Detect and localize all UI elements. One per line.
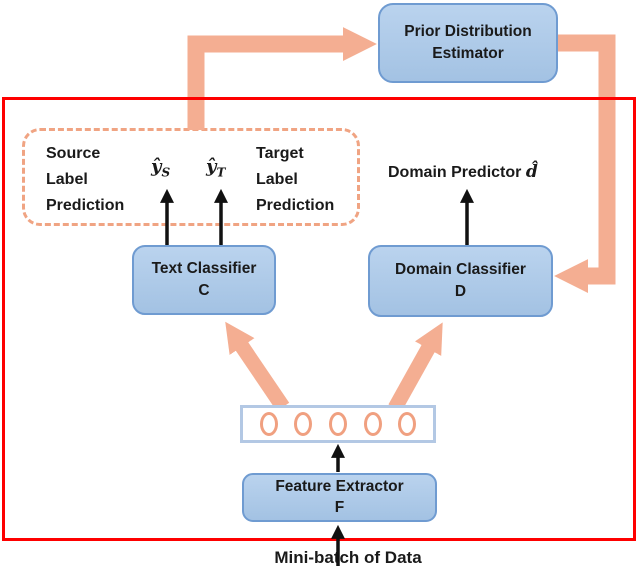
feature-unit-circle [294, 412, 313, 436]
target-label-prediction-label: Target Label Prediction [256, 145, 335, 214]
source-label-prediction-label: Source Label Prediction [46, 145, 125, 214]
y-hat-source-base: ŷ [151, 156, 162, 177]
d-hat-symbol: d̂ [525, 162, 538, 182]
y-hat-target-base: ŷ [206, 156, 217, 177]
domain-predictor-label: Domain Predictor d̂ [388, 162, 538, 182]
minibatch-label: Mini-batch of Data [274, 548, 422, 567]
prior-distribution-estimator-box: Prior Distribution Estimator [378, 3, 558, 83]
feature-vector-box [240, 405, 436, 443]
feature-unit-circle [259, 412, 278, 436]
feature-extractor-box: Feature Extractor F [242, 473, 437, 522]
domain-classifier-box: Domain Classifier D [368, 245, 553, 317]
text-classifier-box: Text Classifier C [132, 245, 276, 315]
y-hat-source-subscript: S [161, 165, 171, 180]
domain-predictor-text: Domain Predictor [388, 164, 526, 181]
y-hat-target-subscript: T [216, 165, 226, 180]
feature-unit-circle [398, 412, 417, 436]
y-hat-target-symbol: ŷT [206, 156, 225, 180]
y-hat-source-symbol: ŷS [151, 156, 170, 180]
feature-unit-circle [363, 412, 382, 436]
feature-unit-circle [328, 412, 347, 436]
